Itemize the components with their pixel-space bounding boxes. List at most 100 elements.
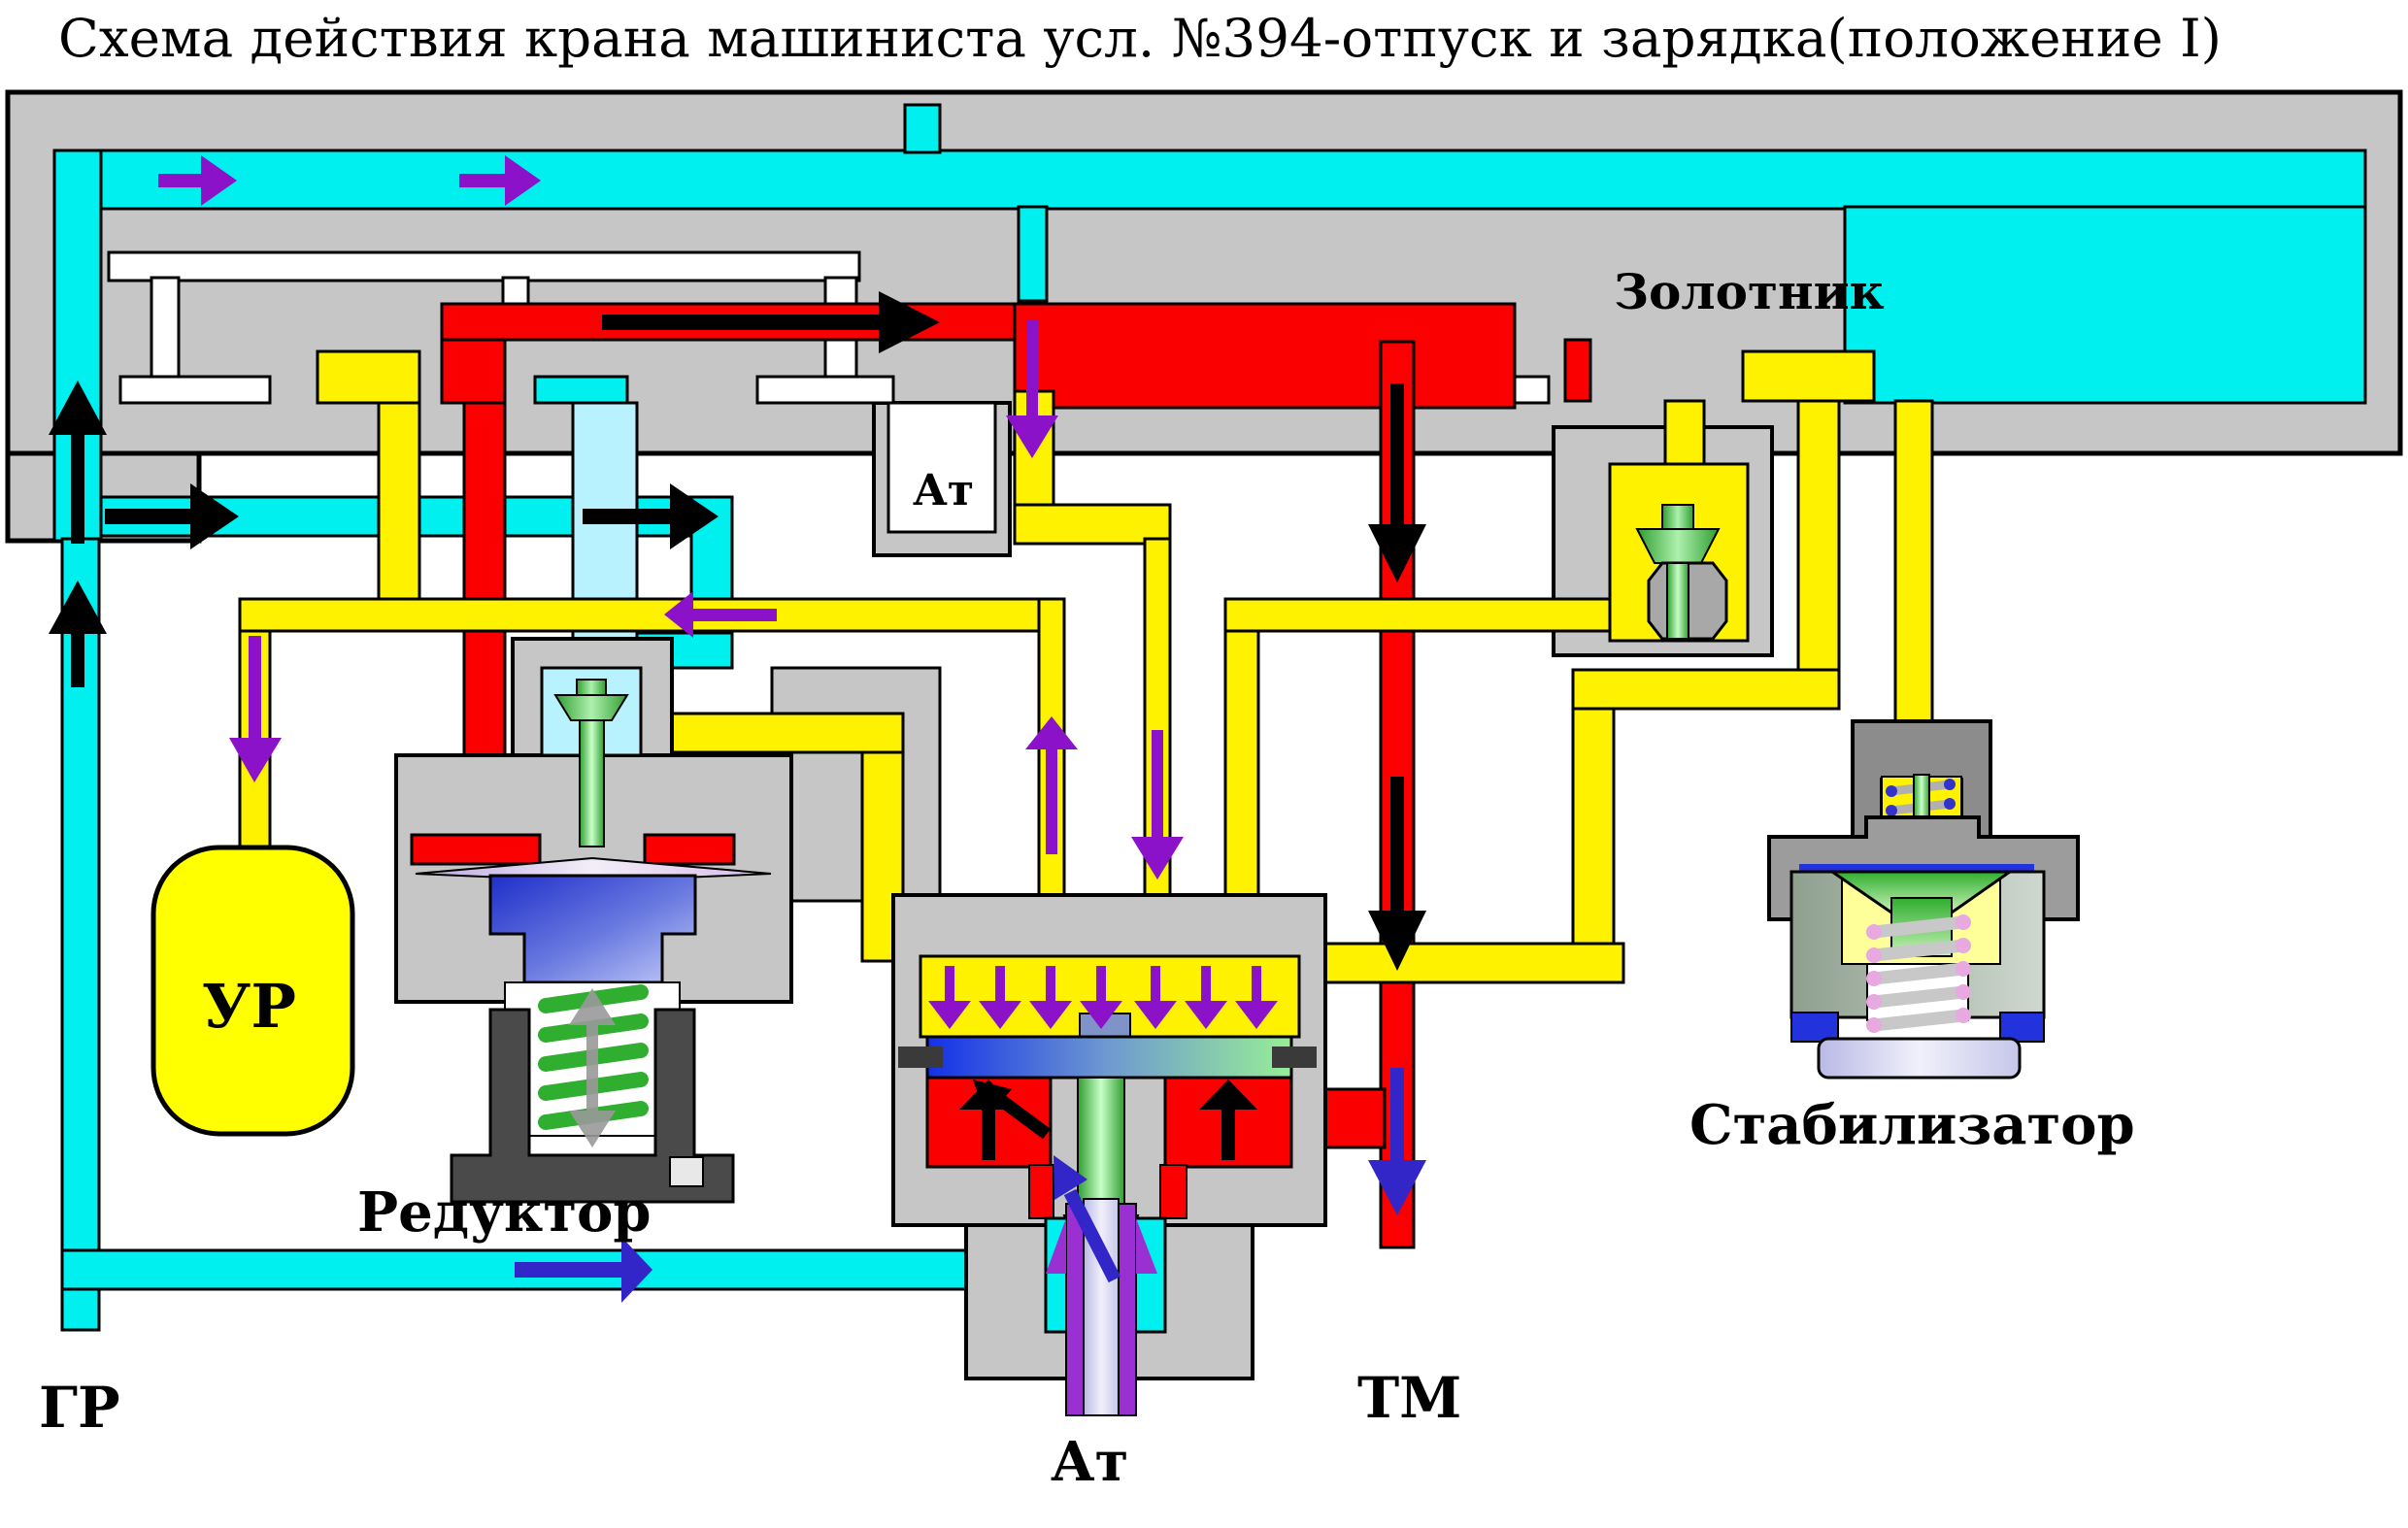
reduktor-label: Редуктор <box>357 1180 652 1245</box>
eq-red-col-left <box>1028 1164 1054 1219</box>
at-top-label: Ат <box>913 466 974 515</box>
stabilizer-assembly <box>1767 719 2080 1080</box>
black-right-arrow-3-icon <box>879 291 940 353</box>
eq-piston <box>925 1035 1293 1080</box>
stabilizer-diaphragm-line <box>1799 864 2034 873</box>
stabilizer-feed-pipe <box>1893 399 1934 769</box>
flow-arrows-blue <box>515 1068 1426 1303</box>
cyan-stub-down <box>1017 205 1049 303</box>
ur-capsule <box>150 845 355 1137</box>
yellow-pipe-from-port <box>377 401 421 616</box>
black-up-arrow-2-shaft <box>71 631 84 687</box>
purple-left-arrow-icon <box>664 591 693 638</box>
zolotnik-cyan-cavity <box>1843 205 2367 405</box>
black-down-arrow-1-icon <box>1368 524 1426 582</box>
yellow-port-right <box>1741 349 1876 403</box>
purple-down-arrow-stub-icon <box>1006 415 1058 458</box>
purple-down-arrow-v2-shaft <box>1152 730 1163 839</box>
reduktor-red-seat-left <box>410 833 542 866</box>
black-up-arrow-4-icon <box>1199 1080 1257 1110</box>
purple-right-arrow-2-icon <box>505 155 541 206</box>
flow-arrows-black <box>49 291 1426 1160</box>
at-bottom-label: Ат <box>1051 1430 1128 1494</box>
ur-line-right <box>1223 597 1614 633</box>
ur-label: УР <box>202 971 296 1042</box>
stabilizer-foot-right <box>1999 1012 2045 1043</box>
black-right-arrow-2-shaft <box>583 509 670 524</box>
blue-down-arrow-tm-icon <box>1368 1160 1426 1215</box>
purple-up-arrow-shaft <box>1046 746 1057 854</box>
cyan-stub-up <box>903 103 942 154</box>
pilot-valve-internals <box>1608 462 1750 643</box>
black-up-arrow-4-shaft <box>1221 1107 1235 1160</box>
reduktor-valve-cone-icon <box>553 694 629 721</box>
blue-diag-arrow-icon <box>1054 1155 1087 1200</box>
purple-down-arrow-ur-shaft <box>249 636 261 741</box>
stabilizer-spring-ends-icon <box>1866 914 1971 1033</box>
stabilizer-spring-icon <box>1867 915 1970 1032</box>
eq-bolt-right <box>1272 1046 1317 1068</box>
pilot-valve-cap <box>1661 504 1694 530</box>
page-title: Схема действия крана машиниста усл. №394… <box>58 8 2222 69</box>
black-up-arrow-3-shaft <box>982 1107 995 1160</box>
black-right-arrow-1-shaft <box>105 509 190 524</box>
purple-up-arrow-icon <box>1025 716 1078 749</box>
equalizing-piston-assembly <box>891 893 1327 1416</box>
ur-reservoir <box>150 845 355 1137</box>
black-down-arrow-2-icon <box>1368 911 1426 971</box>
purple-right-arrow-1-icon <box>201 155 237 206</box>
reduktor-cup <box>450 1008 735 1204</box>
reduktor-spring-force-arrow-icon <box>569 988 616 1147</box>
gr-label: ГР <box>39 1375 120 1441</box>
atmospheric-channels <box>107 250 1551 534</box>
yellow-port-left <box>316 349 421 405</box>
purple-right-arrow-1-shaft <box>158 174 201 187</box>
pipe-a-vert2 <box>1571 707 1616 984</box>
black-up-arrow-2-icon <box>49 581 107 634</box>
chamber-feed-right <box>1289 942 1625 984</box>
exhaust-flare-left-icon <box>1046 1218 1066 1274</box>
purple-left-arrow-shaft <box>693 609 777 621</box>
reduktor-red-seat-right <box>643 833 736 866</box>
purple-down-arrow-v2-icon <box>1131 837 1184 880</box>
eq-valve-stem <box>1077 1077 1125 1216</box>
ur-channels <box>238 349 1934 984</box>
purple-down-arrow-stub-shaft <box>1026 320 1038 417</box>
black-up-arrow-1-shaft <box>71 432 84 544</box>
pilot-valve-stem <box>1666 562 1689 640</box>
pipe-a-vert1 <box>1796 399 1841 711</box>
red-port-right <box>1563 338 1592 403</box>
diagram-labels: Схема действия крана машиниста усл. №394… <box>39 8 2222 1494</box>
gr-top-channel <box>52 149 2367 211</box>
zolotnik-label: Золотник <box>1614 263 1885 320</box>
z-channel-block <box>770 666 942 903</box>
reduktor-assembly <box>394 637 793 1204</box>
tm-label: ТМ <box>1357 1365 1461 1431</box>
s-pipe-horiz <box>1013 503 1172 546</box>
exhaust-tube-right-wall <box>1118 1203 1137 1416</box>
blue-diag-arrow-shaft <box>1063 1188 1121 1283</box>
atmo-port-at <box>755 375 895 405</box>
black-diag-arrow-icon <box>973 1080 1012 1118</box>
black-diag-arrow-shaft <box>998 1095 1051 1140</box>
reduktor-valve-stem <box>579 719 605 847</box>
exhaust-tube-left-wall <box>1065 1203 1085 1416</box>
purple-down-arrow-ur-icon <box>229 738 282 782</box>
stabilizator-label: Стабилизатор <box>1689 1093 2135 1157</box>
eq-red-col-right <box>1159 1164 1187 1219</box>
z-channel-a <box>627 712 905 754</box>
stabilizer-foot-left <box>1790 1012 1839 1043</box>
ur-line-left <box>238 597 1066 633</box>
cyan-port <box>533 375 629 405</box>
red-block <box>1013 302 1517 410</box>
red-riser <box>440 338 507 405</box>
atmosphere-box <box>886 401 997 534</box>
stabilizer-base <box>1817 1037 2022 1080</box>
eq-bolt-left <box>898 1046 943 1068</box>
purple-right-arrow-2-shaft <box>459 174 505 187</box>
chamber-pressure-arrows <box>928 966 1278 1029</box>
black-right-arrow-3-shaft <box>602 315 879 330</box>
pipe-a-horiz <box>1571 668 1841 711</box>
